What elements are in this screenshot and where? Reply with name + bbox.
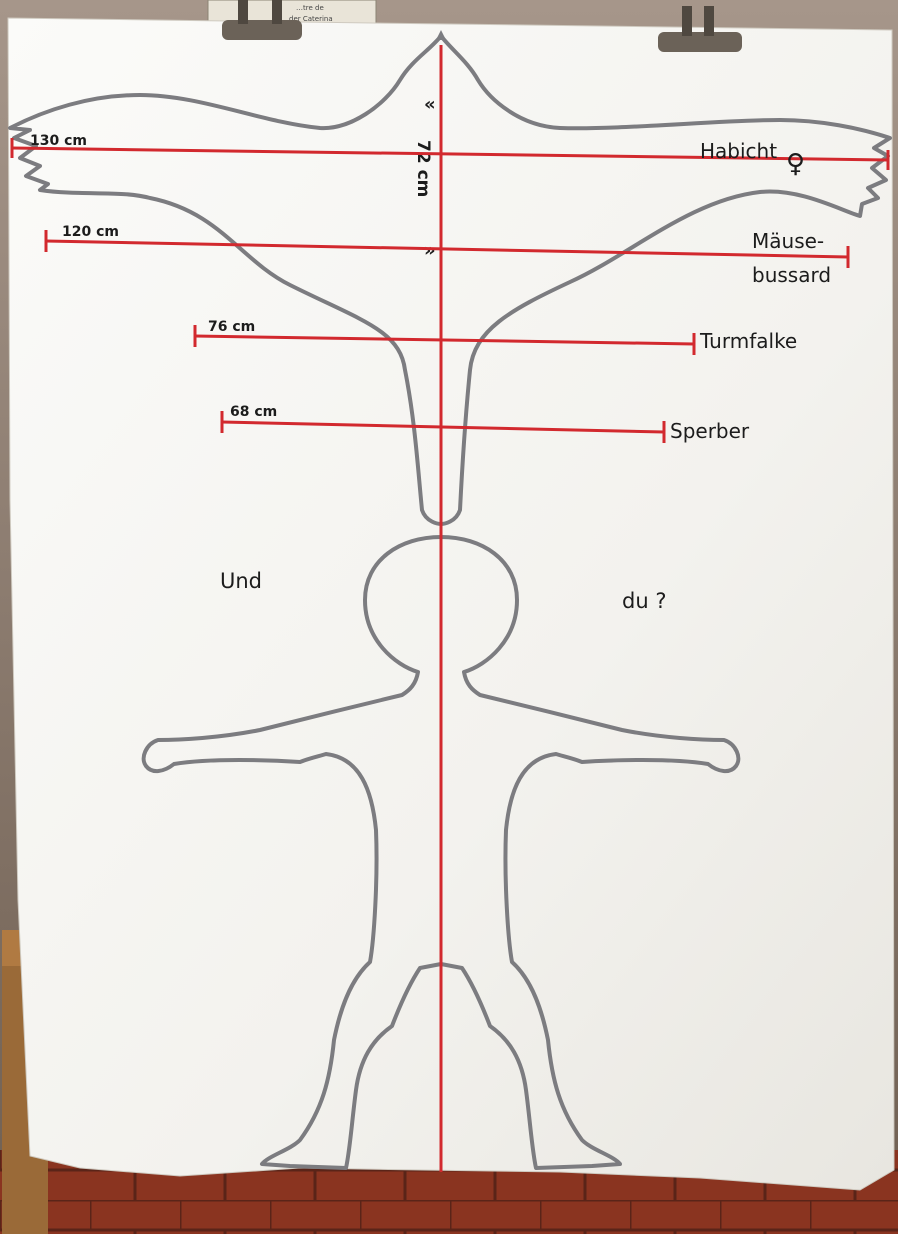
wingspan-label-habicht: 130 cm xyxy=(30,133,87,149)
height-mark-top: « xyxy=(424,94,436,115)
bird-name-sperber: Sperber xyxy=(670,419,750,443)
wingspan-label-sperber: 68 cm xyxy=(230,404,277,420)
question-left: Und xyxy=(220,569,262,593)
bird-name-maeusebussard-line-1: Mäuse- xyxy=(752,229,824,253)
female-symbol: ♀ xyxy=(786,149,805,179)
wingspan-label-maeusebussard: 120 cm xyxy=(62,224,119,240)
question-right: du ? xyxy=(622,589,666,613)
bird-name-turmfalke: Turmfalke xyxy=(699,329,797,353)
wall-sign-line-1: …tre de xyxy=(296,4,324,12)
wingspan-label-turmfalke: 76 cm xyxy=(208,319,255,335)
bird-name-maeusebussard-line-2: bussard xyxy=(752,263,831,287)
bird-name-habicht: Habicht xyxy=(700,139,777,163)
height-mark-bottom: » xyxy=(424,240,436,261)
height-label: 72 cm xyxy=(413,140,433,197)
